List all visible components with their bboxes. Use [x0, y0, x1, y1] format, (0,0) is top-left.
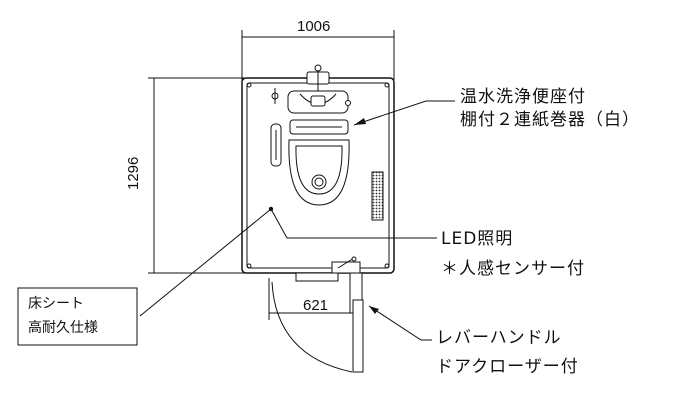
door-closer-label: ドアクローザー付: [436, 357, 579, 377]
leader-arrows: [354, 118, 379, 314]
hatched-panel: [371, 171, 384, 221]
floor-note-box: [17, 287, 138, 346]
lever-handle-label: レバーハンドル: [436, 328, 562, 348]
toilet-tank: [271, 64, 351, 114]
depth-dimension-line: [148, 77, 246, 274]
grab-bar: [270, 123, 282, 167]
floor-note: 床シート 高耐久仕様: [28, 292, 98, 340]
washlet-label: 温水洗浄便座付: [460, 87, 586, 107]
shelf-paper-holder-label: 棚付２連紙巻器（白）: [460, 110, 640, 130]
width-dimension-value: 1006: [297, 18, 331, 35]
leader-dot: [268, 206, 274, 212]
door-width-dimension-value: 621: [303, 297, 329, 314]
toilet-bowl: [288, 119, 350, 206]
motion-sensor-label: ＊人感センサー付: [441, 259, 585, 279]
depth-dimension-value: 1296: [125, 156, 142, 190]
floor-note-line-1: 床シート: [28, 296, 84, 312]
led-lighting-label: LED照明: [441, 229, 514, 249]
leader-lines: [139, 100, 455, 341]
floor-note-line-2: 高耐久仕様: [28, 320, 98, 336]
door: [271, 256, 364, 373]
width-dimension-line: [241, 30, 395, 80]
